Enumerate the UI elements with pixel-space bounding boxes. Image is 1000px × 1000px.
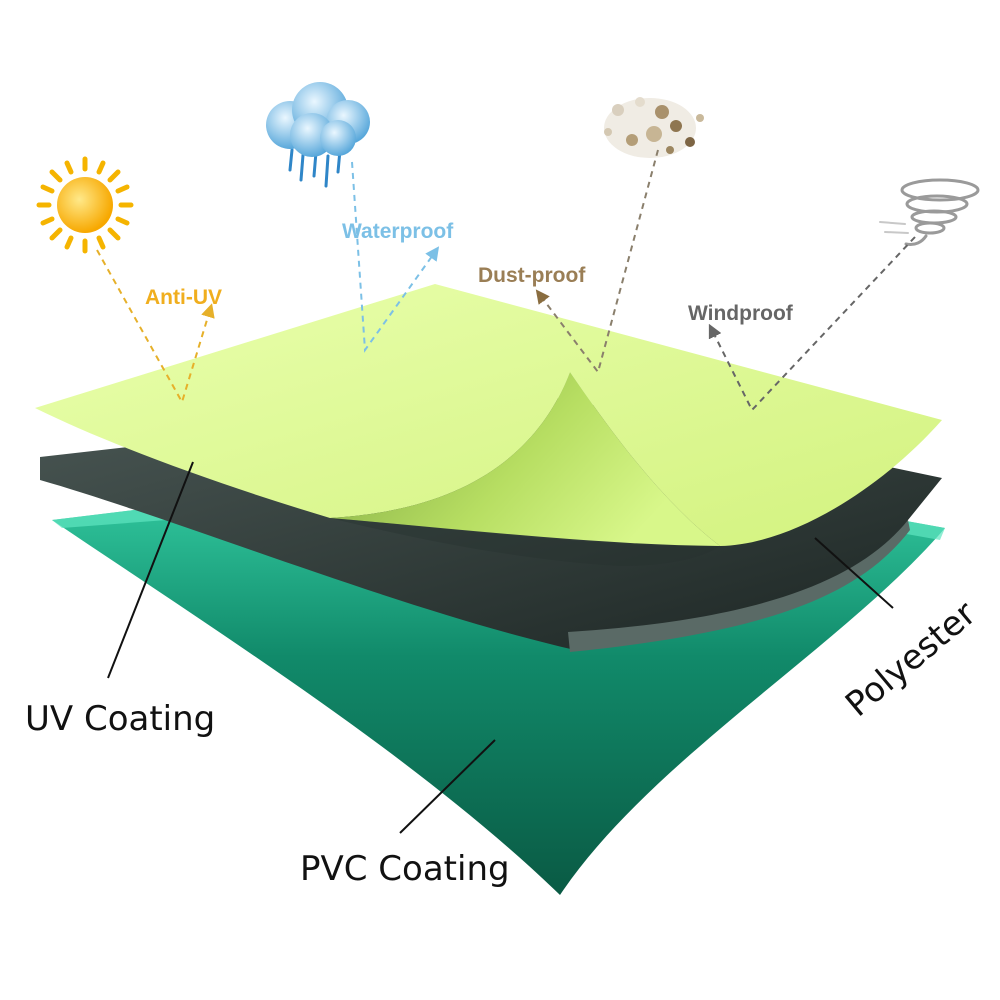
rain-cloud-icon xyxy=(266,82,370,188)
dust-proof-label: Dust-proof xyxy=(478,264,586,287)
uv-coating-leader xyxy=(107,461,194,679)
polyester-leader xyxy=(814,537,894,609)
anti-uv-path xyxy=(96,249,215,405)
windproof-path xyxy=(708,236,916,412)
windproof-label: Windproof xyxy=(688,302,794,325)
dust-icon xyxy=(604,97,704,158)
uv-coating-label: UV Coating xyxy=(25,699,215,739)
tornado-icon xyxy=(879,178,980,246)
pvc-coating-label: PVC Coating xyxy=(300,849,510,889)
polyester-label: Polyester xyxy=(838,594,984,725)
uv-coating-layer xyxy=(35,284,942,546)
uv-coating-peel-flap xyxy=(330,372,720,546)
waterproof-path xyxy=(351,161,440,353)
pvc-coating-leader xyxy=(399,739,496,834)
anti-uv-label: Anti-UV xyxy=(145,286,222,309)
polyester-edge xyxy=(568,520,910,652)
waterproof-label: Waterproof xyxy=(342,220,454,243)
uv-coating-peel-shadow xyxy=(330,518,720,566)
sun-icon xyxy=(36,156,134,254)
